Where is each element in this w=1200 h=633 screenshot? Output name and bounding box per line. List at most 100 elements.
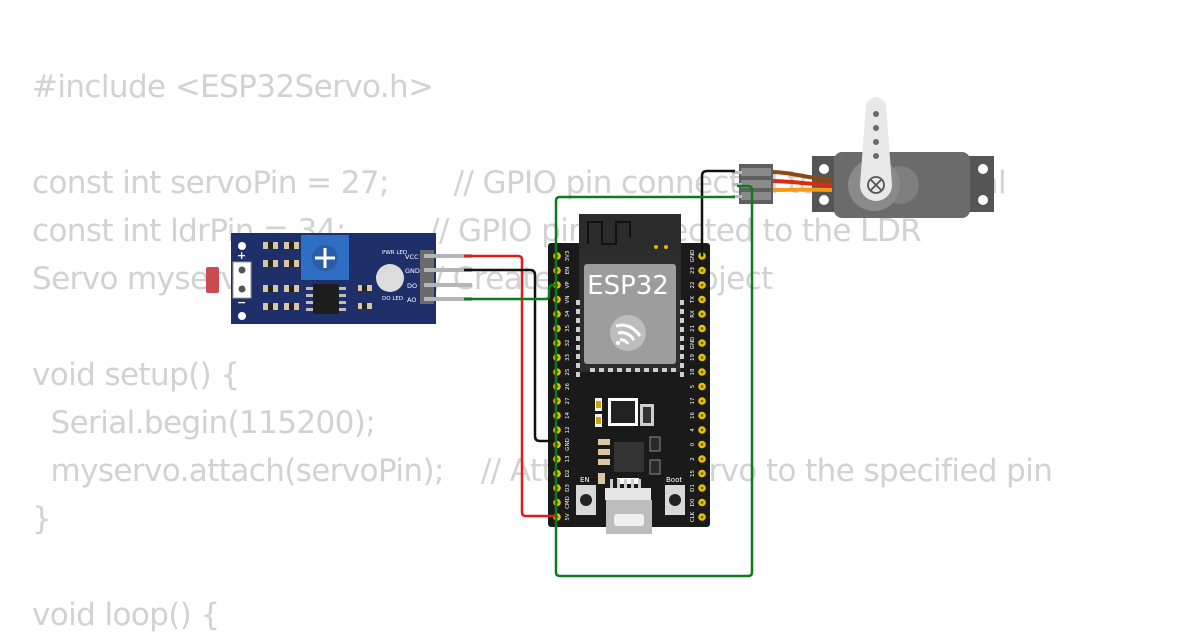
esp32-pin-label: GND [565,438,571,451]
boot-button[interactable] [665,485,685,515]
esp32-pin-hole [701,342,704,345]
mounting-hole [238,312,246,320]
wire-ldr-ao [464,285,556,299]
castellation-pad [680,354,684,359]
esp32-pin-hole [701,269,704,272]
esp32-pin-hole [701,371,704,374]
esp32-pin-hole [701,327,704,330]
photoresistor [206,267,219,293]
castellation-pad [576,336,580,341]
esp32-pin-label: 17 [690,397,696,404]
esp32-pin-hole [701,472,704,475]
esp32-pin-hole [701,385,704,388]
castellation-pad [680,372,684,377]
castellation-pad [680,318,684,323]
castellation-pad [576,309,580,314]
castellation-pad [644,368,649,372]
esp32-pin-label: VN [565,296,571,304]
castellation-pad [680,345,684,350]
esp32-pin-hole [701,298,704,301]
led-indicator [376,264,404,292]
castellation-pad [680,363,684,368]
esp32-pin-label: 12 [565,427,571,434]
esp32-pin-label: GND [690,337,696,350]
mount-hole [819,195,829,205]
esp32-pin-label: RX [690,310,696,318]
castellation-pad [671,368,676,372]
esp32-pin-label: 32 [565,340,571,347]
ldr-terminal-screw [239,286,246,293]
castellation-pad [576,300,580,305]
pin-label-ao: AO [407,296,416,304]
castellation-pad [590,368,595,372]
esp32-pin-hole [701,429,704,432]
mount-hole [819,164,829,174]
castellation-pad [680,300,684,305]
esp32-pin-label: 35 [565,325,571,332]
castellation-pad [680,327,684,332]
mounting-hole [238,242,246,250]
esp32-pin-label: 5V [565,513,571,520]
esp32-pin-hole [701,501,704,504]
esp32-pin-hole [701,458,704,461]
esp32-pin-label: 4 [690,428,696,432]
esp32-pin-label: 19 [690,354,696,361]
ldr-terminal-screw [239,267,246,274]
esp32-pin-hole [701,284,704,287]
esp32-pin-label: CLK [690,511,696,522]
esp32-pin-label: 21 [690,325,696,332]
esp32-pin-label: D1 [690,484,696,492]
castellation-pad [635,368,640,372]
pin-label-gnd: GND [405,267,420,275]
castellation-pad [653,368,658,372]
servo-screw-icon [868,177,884,193]
castellation-pad [617,368,622,372]
servo-motor[interactable] [732,97,994,218]
esp32-pin-label: 23 [690,267,696,274]
esp32-pin-label: D2 [565,470,571,478]
esp32-pin-label: GND [690,250,696,263]
esp32-pin-label: 0 [690,442,696,446]
esp32-pin-hole [701,313,704,316]
antenna-pad [654,245,658,249]
esp32-pin-hole [701,443,704,446]
castellation-pad [608,368,613,372]
esp32-pin-label: 14 [565,412,571,419]
esp32-pin-hole [701,356,704,359]
castellation-pad [576,318,580,323]
esp32-pin-hole [701,516,704,519]
ldr-sensor-module[interactable]: + − PWR LED DO LED [206,233,472,324]
castellation-pad [576,372,580,377]
esp32-pin-hole [701,400,704,403]
esp32-pin-label: 27 [565,397,571,404]
usb-opening [614,514,644,526]
esp32-pin-label: 2 [690,457,696,461]
castellation-pad [680,336,684,341]
espressif-logo [610,315,646,351]
pin-label-vcc: VCC [405,253,419,261]
castellation-pad [576,363,580,368]
esp32-pin-label: TX [690,296,696,304]
ldr-header[interactable] [420,250,472,304]
esp32-pin-label: 26 [565,383,571,390]
wire-vcc [464,256,556,516]
en-button[interactable] [576,485,596,515]
esp32-pin-label: 18 [690,368,696,375]
castellation-pad [576,354,580,359]
pin-label-do: DO [407,282,417,290]
esp32-pin-label: 33 [565,354,571,361]
mount-hole [978,195,988,205]
esp32-pin-label: 34 [565,310,571,317]
ldr-plus-label: + [237,249,246,262]
esp32-devkit[interactable]: ESP32 [548,214,710,534]
ldr-minus-label: − [237,296,246,309]
mount-hole [978,164,988,174]
esp32-pin-label: D3 [565,484,571,492]
esp32-pin-label: CMD [565,496,571,509]
antenna-pad [664,245,668,249]
esp32-pin-label: 13 [565,455,571,462]
esp32-pin-label: EN [565,267,571,275]
castellation-pad [576,345,580,350]
esp32-pin-hole [701,414,704,417]
